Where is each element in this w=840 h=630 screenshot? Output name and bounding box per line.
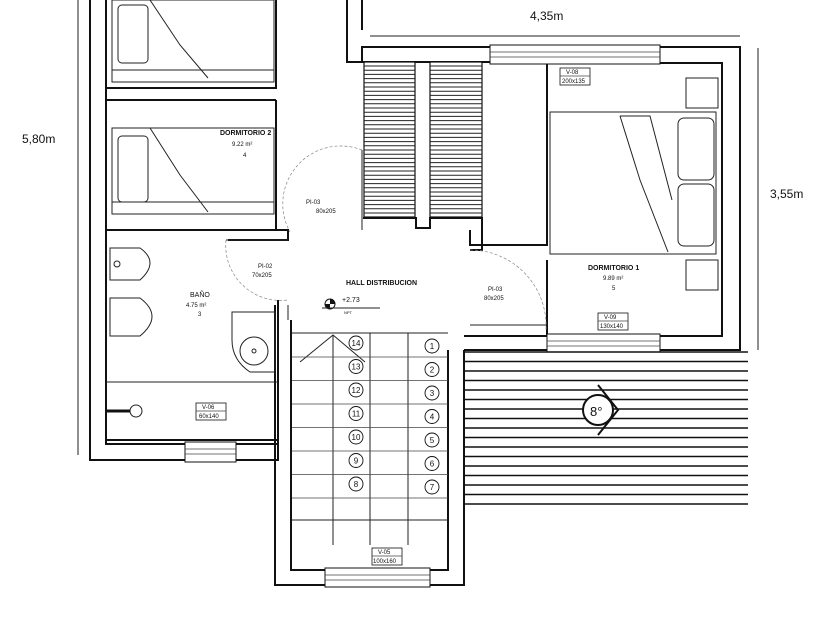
door-pi03-right-size: 80x205: [484, 296, 504, 302]
dormitorio2-id: 4: [243, 153, 247, 159]
door-pi02-size: 70x205: [252, 273, 272, 279]
window-v09-size: 130x140: [600, 324, 624, 330]
step-number: 7: [430, 483, 435, 492]
bathroom-fixtures: [106, 247, 278, 418]
level-marker: [322, 298, 380, 310]
step-marker: [424, 479, 440, 495]
door-pi03-left-size: 80x205: [316, 209, 336, 215]
bano-id: 3: [198, 312, 202, 318]
step-marker: [424, 432, 440, 448]
terrace-slope: 8°: [590, 404, 602, 419]
step-marker: [348, 453, 364, 468]
dormitorio2-beds: [111, 0, 275, 215]
window-tags: [195, 67, 629, 566]
dormitorio1-name: DORMITORIO 1: [588, 265, 639, 272]
stair-flight: [429, 61, 483, 218]
window-v09-code: V-09: [604, 315, 617, 321]
step-number: 2: [430, 366, 435, 375]
stair-flight: [363, 61, 416, 218]
step-number: 13: [352, 363, 361, 372]
step-marker: [424, 338, 440, 354]
step-number: 10: [352, 433, 361, 442]
level-value: +2.73: [342, 297, 360, 304]
step-marker: [348, 476, 364, 492]
step-marker: [348, 359, 364, 374]
door-swings: [225, 145, 547, 331]
window-v06-code: V-06: [202, 405, 215, 411]
step-marker: [348, 382, 364, 398]
step-marker: [424, 409, 440, 424]
window-v08-code: V-08: [566, 70, 579, 76]
bano-name: BAÑO: [190, 290, 210, 299]
dimension-left: 5,80m: [22, 132, 55, 146]
step-number: 8: [354, 480, 359, 489]
step-number: 5: [430, 436, 435, 445]
door-pi03-right-code: PI-03: [488, 287, 503, 293]
dormitorio1-bed: [549, 77, 719, 291]
step-number: 12: [352, 386, 361, 395]
step-marker: [348, 406, 364, 421]
step-marker: [348, 429, 364, 445]
stair-wall: [363, 217, 483, 251]
step-marker: [424, 456, 440, 471]
slope-indicator: [582, 384, 620, 436]
lower-stair-grid: [292, 332, 448, 545]
step-number: 3: [430, 389, 435, 398]
dimension-lines: [77, 0, 759, 455]
step-number: 14: [352, 339, 361, 348]
step-marker: [424, 385, 440, 401]
step-marker: [348, 335, 364, 351]
bano-area: 4.75 m²: [186, 303, 206, 309]
dormitorio1-id: 5: [612, 286, 616, 292]
upper-stair-flights: [363, 61, 483, 251]
step-number: 4: [430, 413, 435, 422]
step-number: 11: [352, 410, 361, 419]
step-number: 9: [354, 457, 359, 466]
door-pi03-left-code: PI-03: [306, 200, 321, 206]
window-v08-size: 200x135: [562, 79, 586, 85]
terrace-deck: [463, 351, 748, 512]
window-v05-code: V-05: [378, 550, 391, 556]
hall-name: HALL DISTRIBUCION: [346, 280, 417, 287]
dormitorio1-area: 9.89 m²: [603, 276, 623, 282]
dimension-top: 4,35m: [530, 9, 563, 23]
step-number: 6: [430, 460, 435, 469]
door-pi02-code: PI-02: [258, 264, 273, 270]
dormitorio2-area: 9.22 m²: [232, 142, 252, 148]
window-v06-size: 60x140: [199, 414, 219, 420]
window-v05-size: 100x160: [373, 559, 397, 565]
window-openings: [184, 44, 661, 588]
terrace-area: [464, 352, 748, 512]
dormitorio2-name: DORMITORIO 2: [220, 130, 271, 137]
step-marker: [424, 362, 440, 377]
step-number: 1: [430, 342, 435, 351]
dimension-right: 3,55m: [770, 187, 803, 201]
level-note: NPT: [344, 310, 353, 315]
